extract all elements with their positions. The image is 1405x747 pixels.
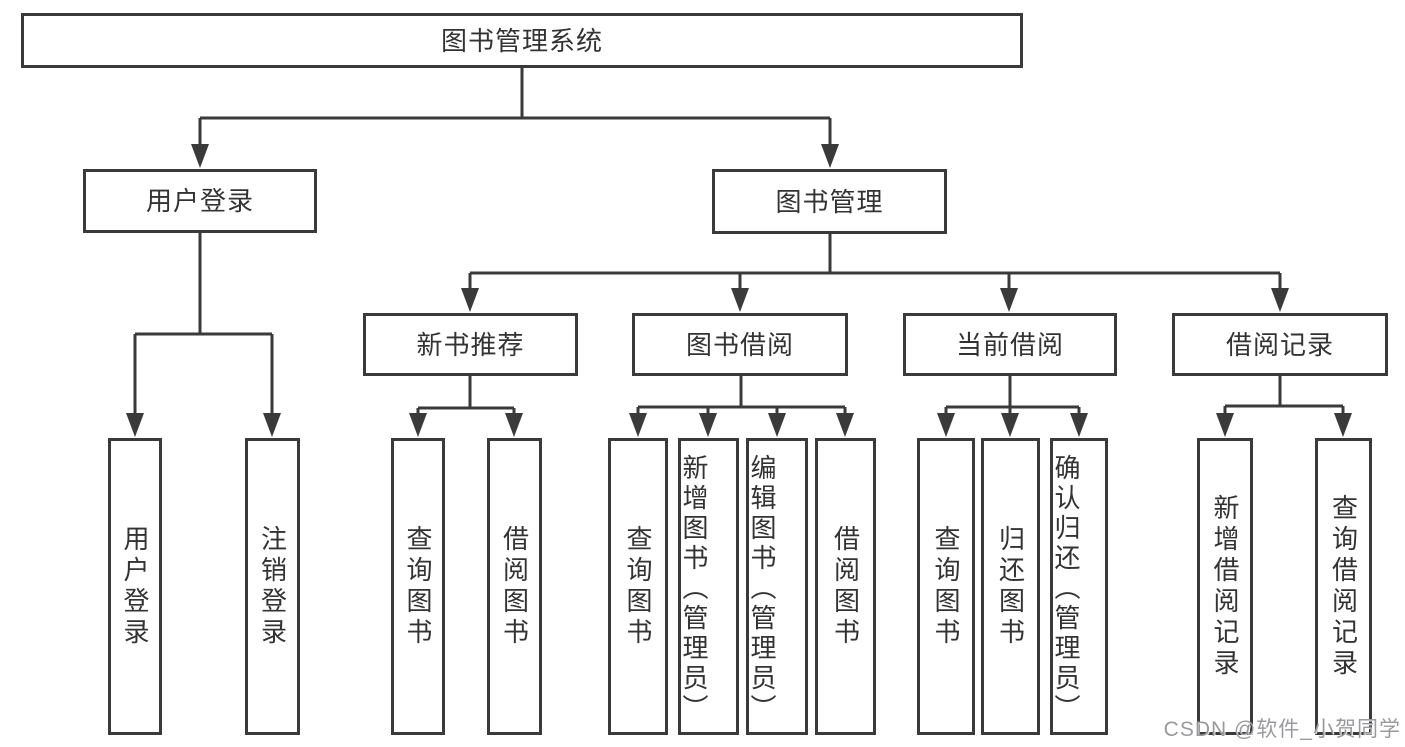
connector-root-to-level2 (191, 66, 839, 168)
node-label: 用户登录 (120, 524, 150, 649)
node-add-books-admin: 新增图书（管理员） (678, 438, 739, 735)
node-label: 借阅图书 (499, 524, 530, 649)
node-label: 图书管理系统 (440, 25, 603, 56)
node-label: 编辑图书（管理员） (747, 454, 777, 724)
node-label: 查询图书 (931, 524, 961, 649)
connector-currentborrow-to-children (937, 376, 1088, 437)
node-label: 新增借阅记录 (1210, 493, 1240, 680)
connector-newbook-to-children (409, 376, 523, 437)
node-label: 新书推荐 (416, 329, 525, 360)
node-label: 图书管理 (775, 186, 884, 217)
node-label: 查询图书 (403, 524, 433, 649)
node-current-borrowing: 当前借阅 (903, 313, 1117, 376)
node-library-management-system: 图书管理系统 (21, 13, 1023, 68)
node-label: 查询借阅记录 (1328, 493, 1359, 680)
node-book-borrowing: 图书借阅 (632, 313, 848, 376)
node-label: 图书借阅 (685, 329, 794, 360)
node-borrow-books-borrowing: 借阅图书 (815, 438, 876, 735)
connector-bookborrow-to-children (629, 376, 854, 437)
node-label: 查询图书 (623, 524, 653, 649)
node-book-management: 图书管理 (712, 169, 947, 234)
node-query-books-borrowing: 查询图书 (608, 438, 668, 735)
node-borrowing-records: 借阅记录 (1172, 313, 1388, 376)
connector-userlogin-to-children (126, 233, 281, 437)
node-label: 确认归还（管理员） (1051, 454, 1081, 724)
node-new-book-recommend: 新书推荐 (363, 313, 578, 376)
node-label: 用户登录 (145, 186, 254, 216)
node-user-login-action: 用户登录 (108, 438, 162, 735)
node-edit-books-admin: 编辑图书（管理员） (746, 438, 808, 735)
node-user-login: 用户登录 (83, 169, 317, 233)
node-label: 当前借阅 (955, 329, 1064, 360)
csdn-watermark: CSDN @软件_小贺同学 (1163, 718, 1401, 741)
node-return-books: 归还图书 (981, 438, 1040, 735)
node-query-borrow-record: 查询借阅记录 (1315, 438, 1372, 735)
node-confirm-return-admin: 确认归还（管理员） (1050, 438, 1108, 735)
node-add-borrow-record: 新增借阅记录 (1197, 438, 1253, 735)
node-label: 归还图书 (995, 524, 1026, 649)
node-label: 新增图书（管理员） (679, 454, 709, 724)
node-label: 借阅记录 (1225, 329, 1334, 360)
connector-borrowrecords-to-children (1216, 376, 1352, 437)
node-logout-action: 注销登录 (245, 438, 300, 735)
node-query-books-newbook: 查询图书 (391, 438, 445, 735)
node-label: 借阅图书 (830, 524, 861, 649)
connector-bookmgmt-to-level3 (461, 234, 1289, 312)
node-label: 注销登录 (257, 524, 288, 649)
node-borrow-books-newbook: 借阅图书 (487, 438, 542, 735)
node-query-books-current: 查询图书 (917, 438, 975, 735)
